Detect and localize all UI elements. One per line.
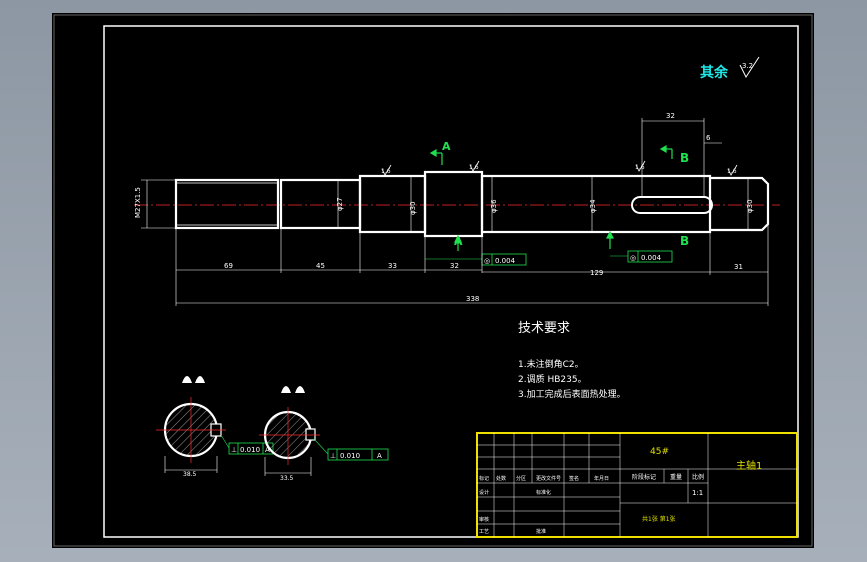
row-label-process: 工艺 bbox=[479, 529, 489, 535]
inner-border bbox=[103, 25, 799, 538]
diameter-dim-lines bbox=[141, 176, 749, 232]
tolerance-1-value: 0.004 bbox=[495, 257, 516, 265]
outer-border bbox=[53, 14, 813, 547]
rev-header-4: 更改文件号 bbox=[536, 475, 561, 482]
keyway-dim-lines bbox=[641, 118, 722, 197]
tolerance-2-symbol: ◎ bbox=[630, 254, 636, 262]
length-l6: 31 bbox=[734, 263, 743, 271]
tolerance-3-symbol: ⊥ bbox=[231, 446, 237, 454]
length-l1: 69 bbox=[224, 262, 233, 270]
drawing-sheet: 其余 3.2 1.6 1.6 1.6 1.6 M27X1.5 φ27 φ30 φ… bbox=[52, 13, 814, 548]
section-b-dim-lines bbox=[264, 457, 312, 476]
surface-finish-label: 其余 bbox=[700, 64, 729, 81]
tolerance-1-symbol: ◎ bbox=[484, 257, 490, 265]
title-scale-value: 1:1 bbox=[692, 489, 703, 497]
rev-header-6: 年月日 bbox=[594, 475, 609, 482]
keyway-slot bbox=[631, 196, 713, 214]
approve-label: 批准 bbox=[536, 528, 546, 535]
section-b-bottom-label: B bbox=[680, 234, 689, 248]
rev-header-3: 分区 bbox=[516, 475, 526, 482]
length-l3: 33 bbox=[388, 262, 397, 270]
section-view-b bbox=[259, 407, 320, 465]
diameter-thread: M27X1.5 bbox=[134, 187, 142, 218]
tolerance-4-value: 0.010 bbox=[340, 452, 360, 460]
keyway-offset: 6 bbox=[706, 134, 711, 142]
tolerance-3-value: 0.010 bbox=[240, 446, 260, 454]
roughness-marks bbox=[381, 160, 738, 176]
std-label: 标准化 bbox=[536, 489, 551, 496]
tech-req-item-2: 2.调质 HB235。 bbox=[518, 373, 587, 385]
tolerance-3-datum: A bbox=[265, 446, 270, 454]
section-a-width: 38.5 bbox=[183, 471, 197, 478]
length-overall: 338 bbox=[466, 295, 479, 303]
section-a-top-label: A bbox=[442, 140, 451, 153]
rev-header-5: 签名 bbox=[569, 475, 579, 482]
section-a-dim-lines bbox=[164, 456, 218, 473]
length-dim-lines bbox=[175, 224, 769, 306]
rev-header-2: 处数 bbox=[496, 475, 506, 482]
diameter-d1: φ27 bbox=[336, 197, 344, 211]
tolerance-4-datum: A bbox=[377, 452, 382, 460]
diameter-d2: φ30 bbox=[409, 201, 417, 215]
roughness-mark-3: 1.6 bbox=[635, 164, 645, 171]
technical-drawing: 其余 3.2 1.6 1.6 1.6 1.6 M27X1.5 φ27 φ30 φ… bbox=[53, 14, 813, 547]
keyway-length: 32 bbox=[666, 112, 675, 120]
roughness-mark-1: 1.6 bbox=[381, 168, 391, 175]
row-label-design: 设计 bbox=[479, 489, 489, 496]
section-view-a bbox=[156, 397, 226, 463]
tech-req-item-3: 3.加工完成后表面热处理。 bbox=[518, 388, 626, 400]
tolerance-4-symbol: ⊥ bbox=[330, 452, 336, 460]
title-stage-label: 阶段标记 bbox=[632, 473, 656, 481]
title-weight-label: 重量 bbox=[670, 473, 682, 481]
title-material: 45# bbox=[650, 447, 669, 457]
title-sheets: 共1张 第1张 bbox=[642, 515, 676, 523]
diameter-d4: φ34 bbox=[589, 199, 597, 213]
title-scale-label: 比例 bbox=[692, 473, 704, 481]
shaft-outline bbox=[174, 170, 770, 238]
section-b-markers bbox=[606, 144, 673, 249]
title-part-name: 主轴1 bbox=[736, 459, 762, 472]
section-a-markers bbox=[429, 148, 462, 251]
roughness-mark-2: 1.6 bbox=[469, 164, 479, 171]
diameter-d5: φ30 bbox=[746, 199, 754, 213]
thread-lines bbox=[176, 180, 279, 228]
tolerance-frame-4 bbox=[313, 438, 389, 461]
section-b-width: 33.5 bbox=[280, 475, 294, 482]
roughness-mark-4: 1.6 bbox=[727, 168, 737, 175]
tech-req-title: 技术要求 bbox=[518, 321, 570, 336]
section-b-symbol-icon bbox=[281, 386, 305, 393]
section-b-top-label: B bbox=[680, 151, 689, 165]
length-l4: 32 bbox=[450, 262, 459, 270]
diameter-d3: φ36 bbox=[490, 199, 498, 213]
row-label-review: 审核 bbox=[479, 516, 489, 523]
surface-finish-value: 3.2 bbox=[742, 62, 753, 70]
length-l2: 45 bbox=[316, 262, 325, 270]
tolerance-2-value: 0.004 bbox=[641, 254, 662, 262]
roughness-symbol-icon bbox=[739, 56, 760, 79]
section-a-symbol-icon bbox=[182, 376, 205, 383]
tolerance-frame-2 bbox=[610, 250, 673, 263]
rev-header-1: 标记 bbox=[479, 475, 489, 482]
length-l5: 129 bbox=[590, 269, 603, 277]
section-a-bottom-label: A bbox=[454, 235, 463, 248]
title-block bbox=[476, 432, 798, 538]
tech-req-item-1: 1.未注倒角C2。 bbox=[518, 358, 584, 370]
